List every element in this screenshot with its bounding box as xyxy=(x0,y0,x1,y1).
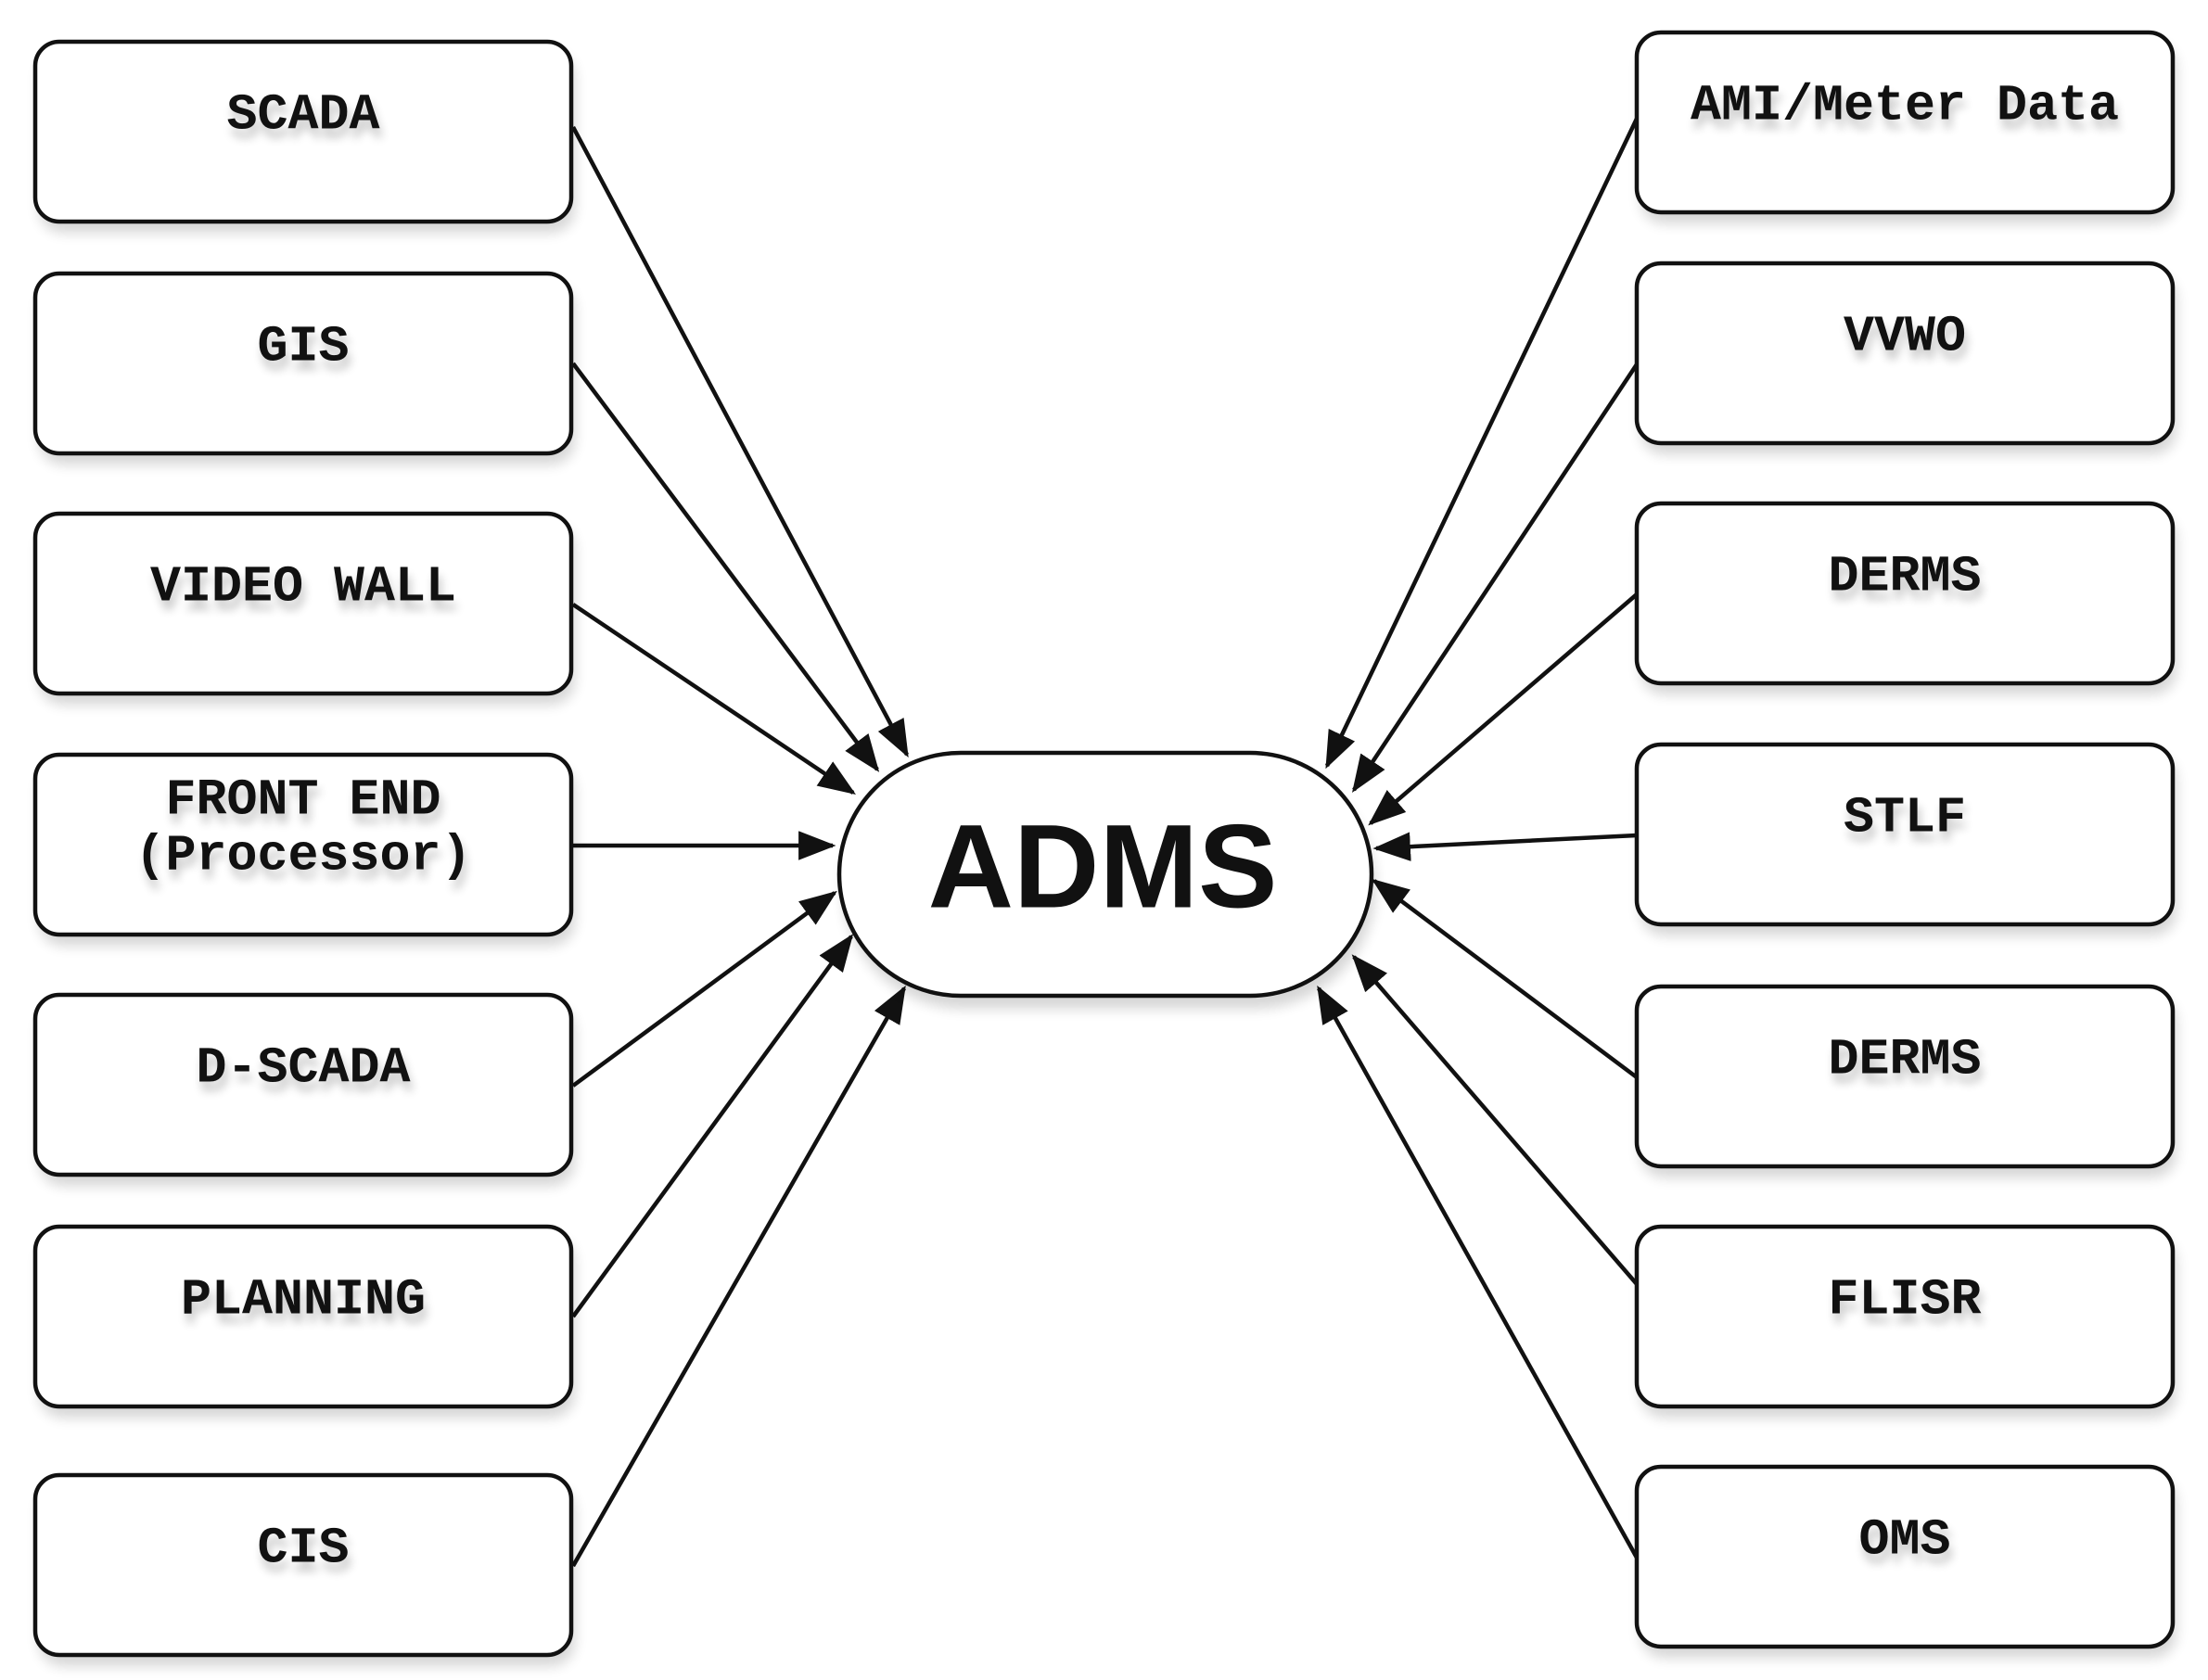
arrow-d-scada-to-adms xyxy=(571,890,837,1088)
node-label: DERMS xyxy=(1828,548,1981,606)
node-label-shadow: AMI/Meter Data xyxy=(1693,86,2122,145)
node-box xyxy=(1634,261,2176,446)
node-label: SCADA xyxy=(226,86,379,145)
node-label: FLISR xyxy=(1828,1271,1981,1330)
node-label-shadow: DERMS xyxy=(1831,1040,1984,1099)
center-box xyxy=(836,750,1374,999)
node-label-shadow: STLF xyxy=(1846,798,1969,857)
edges xyxy=(571,118,1640,1568)
node-label: GIS xyxy=(257,318,349,376)
center-label: ADMS xyxy=(928,801,1278,934)
node-box xyxy=(32,511,574,696)
node-box xyxy=(32,752,574,937)
arrow-gis-to-adms xyxy=(571,362,880,772)
node-box xyxy=(1634,501,2176,686)
node-label: (Processor) xyxy=(134,827,471,885)
arrow-oms-to-adms xyxy=(1317,985,1639,1559)
arrow-ami-meter-data-to-adms xyxy=(1324,118,1640,770)
node-label-shadow: (Processor) xyxy=(137,836,474,895)
node-label-shadow: FRONT END xyxy=(168,781,443,839)
node-label: OMS xyxy=(1858,1511,1950,1570)
node-label-shadow: D-SCADA xyxy=(198,1049,413,1107)
node-label-shadow: OMS xyxy=(1861,1521,1953,1579)
node-box xyxy=(32,1472,574,1658)
node-box xyxy=(32,39,574,224)
arrow-video-wall-to-adms xyxy=(571,603,856,795)
node-label-shadow: SCADA xyxy=(229,95,382,154)
node-box xyxy=(1634,1464,2176,1649)
node-label: STLF xyxy=(1844,789,1966,847)
node-label: PLANNING xyxy=(181,1271,426,1330)
node-label: FRONT END xyxy=(165,771,440,830)
node-label: DERMS xyxy=(1828,1031,1981,1089)
arrow-derms-2-to-adms xyxy=(1372,878,1639,1079)
arrow-vvwo-to-adms xyxy=(1352,363,1639,793)
arrow-flisr-to-adms xyxy=(1351,954,1639,1286)
node-box xyxy=(32,271,574,456)
node-box xyxy=(32,992,574,1177)
node-label: AMI/Meter Data xyxy=(1691,77,2119,135)
node-box xyxy=(1634,30,2176,215)
node-label-shadow: DERMS xyxy=(1831,557,1984,616)
node-box xyxy=(1634,1224,2176,1409)
arrow-derms-1-to-adms xyxy=(1368,592,1639,826)
node-label-shadow: VIDEO WALL xyxy=(153,567,459,626)
node-label-shadow: VVWO xyxy=(1846,317,1969,375)
node-box xyxy=(32,1224,574,1409)
node-label-shadow: PLANNING xyxy=(184,1280,428,1339)
node-label: D-SCADA xyxy=(196,1039,410,1098)
node-box xyxy=(1634,742,2176,927)
node-label: CIS xyxy=(257,1520,349,1578)
node-label-shadow: FLISR xyxy=(1831,1280,1984,1339)
arrow-stlf-to-adms xyxy=(1372,832,1638,861)
arrow-planning-to-adms xyxy=(571,934,854,1318)
arrow-scada-to-adms xyxy=(571,125,909,758)
center-node-adms: ADMS xyxy=(836,750,1375,1009)
node-label: VIDEO WALL xyxy=(150,558,456,617)
node-label-shadow: GIS xyxy=(260,327,351,386)
node-label-shadow: CIS xyxy=(260,1529,351,1587)
node-box xyxy=(1634,984,2176,1169)
arrow-cis-to-adms xyxy=(571,985,906,1568)
node-label: VVWO xyxy=(1844,308,1966,366)
center-node: ADMS xyxy=(836,750,1375,1009)
